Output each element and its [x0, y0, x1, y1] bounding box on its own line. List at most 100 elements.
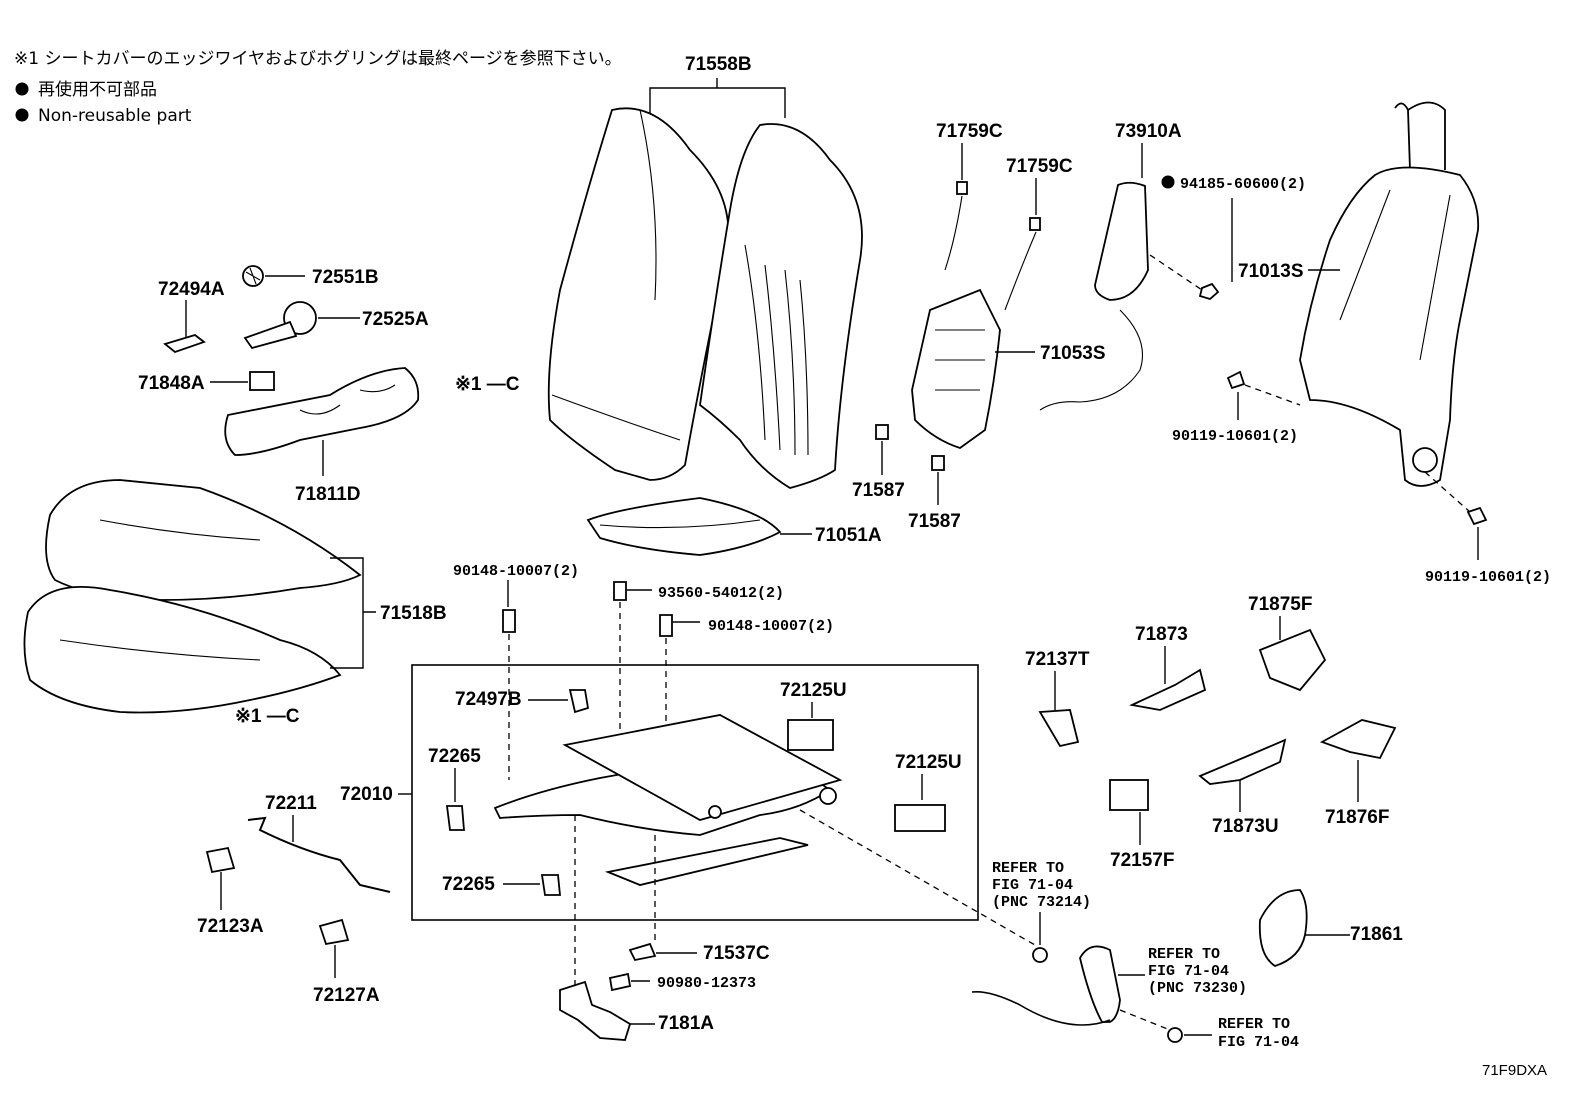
part-label-72497B: 72497B — [455, 689, 522, 710]
part-label-90980-12373: 90980-12373 — [657, 975, 756, 992]
bolt-90148-b — [659, 614, 673, 637]
ref1-line2: FIG 71-04 — [992, 877, 1073, 894]
part-label-71875F: 71875F — [1248, 594, 1312, 615]
note-cover-wire: ※1 シートカバーのエッジワイヤおよびホグリングは最終ページを参照下さい。 — [14, 49, 622, 69]
cushion-cover-upper — [45, 479, 362, 601]
wire-72211 — [247, 816, 391, 893]
bracket-71848A — [249, 371, 275, 391]
clip-71587-a — [875, 424, 889, 440]
seat-track-72010 — [493, 714, 843, 886]
cover-71873 — [1129, 668, 1207, 711]
part-label-71876F: 71876F — [1325, 807, 1389, 828]
cover-72157F — [1109, 779, 1149, 811]
ref2-line2: FIG 71-04 — [1148, 963, 1229, 980]
part-label-72265-b: 72265 — [442, 874, 495, 895]
part-label-72137T: 72137T — [1025, 649, 1090, 670]
part-label-72265-a: 72265 — [428, 746, 481, 767]
clip-72123A — [205, 846, 236, 874]
knob-72551B — [242, 265, 264, 287]
clip-72265-a — [445, 805, 465, 831]
figure-code: 71F9DXA — [1482, 1062, 1547, 1079]
cover-72137T — [1038, 709, 1080, 748]
part-label-73910A: 73910A — [1115, 121, 1182, 142]
clip-71759C-a — [956, 181, 968, 195]
clip-71587-b — [931, 455, 945, 471]
cover-72125U-b — [894, 804, 946, 832]
part-label-72157F: 72157F — [1110, 850, 1174, 871]
part-label-71811D: 71811D — [295, 484, 361, 505]
seatback-pan-71051A — [586, 497, 782, 556]
part-label-71587-a: 71587 — [852, 480, 905, 501]
part-label-71861: 71861 — [1350, 924, 1403, 945]
bracket-71875F — [1258, 628, 1327, 692]
part-label-72211: 72211 — [265, 793, 317, 814]
part-label-71848A: 71848A — [138, 373, 205, 394]
cover-72525A — [243, 301, 317, 350]
part-label-71873U: 71873U — [1212, 816, 1279, 837]
part-label-90148-10007-a: 90148-10007(2) — [453, 563, 579, 580]
callout-c-lower: ※1 —C — [235, 706, 300, 727]
seat-track-assembly-box — [411, 664, 979, 921]
part-label-72125U-a: 72125U — [780, 680, 847, 701]
bolt-90119-b — [1466, 506, 1488, 526]
part-label-72525A: 72525A — [362, 309, 429, 330]
seatbelt-buckle — [971, 945, 1121, 1026]
ref1-line3: (PNC 73214) — [992, 894, 1091, 911]
part-label-71537C: 71537C — [703, 943, 770, 964]
callout-c-upper: ※1 —C — [455, 374, 520, 395]
part-label-72127A: 72127A — [313, 985, 380, 1006]
part-label-90148-10007-b: 90148-10007(2) — [708, 618, 834, 635]
bracket-71876F — [1319, 719, 1397, 760]
bolt-90119-a — [1226, 370, 1246, 390]
side-airbag-73910A — [1039, 181, 1149, 411]
part-label-71518B: 71518B — [380, 603, 447, 624]
part-label-71013S: 71013S — [1238, 261, 1304, 282]
clip-72494A — [163, 334, 206, 354]
bolt-93560 — [613, 581, 627, 601]
part-label-71558B: 71558B — [685, 54, 752, 75]
clip-90980 — [608, 972, 632, 992]
bolt-73214 — [1032, 947, 1048, 963]
non-reusable-dot-icon — [15, 108, 29, 122]
part-label-93560-54012: 93560-54012(2) — [658, 585, 784, 602]
part-label-72123A: 72123A — [197, 916, 264, 937]
part-label-71587-b: 71587 — [908, 511, 961, 532]
clip-72127A — [318, 918, 350, 946]
lumbar-support-71053S — [911, 195, 1037, 449]
bracket-71537C — [628, 942, 657, 962]
part-label-71053S: 71053S — [1040, 343, 1106, 364]
part-label-72551B: 72551B — [312, 267, 379, 288]
part-label-72494A: 72494A — [158, 279, 225, 300]
seatback-frame-71013S — [1299, 101, 1480, 487]
nut-ref3 — [1167, 1027, 1183, 1043]
shield-71811D — [224, 367, 420, 456]
cover-71873U — [1198, 738, 1287, 785]
cover-72125U-a — [787, 719, 834, 751]
part-label-90119-a: 90119-10601(2) — [1172, 428, 1298, 445]
ref3-line1: REFER TO — [1218, 1016, 1290, 1033]
part-label-90119-b: 90119-10601(2) — [1425, 569, 1551, 586]
seatback-cover-rear — [699, 123, 863, 489]
part-label-94185-60600: 94185-60600(2) — [1180, 176, 1306, 193]
part-label-71759C-a: 71759C — [936, 121, 1003, 142]
part-label-71759C-b: 71759C — [1006, 156, 1073, 177]
clip-71759C-b — [1029, 217, 1041, 231]
cushion-cover-lower — [23, 586, 342, 714]
part-label-71873: 71873 — [1135, 624, 1188, 645]
seatback-cover-front — [547, 107, 730, 481]
part-label-72010: 72010 — [340, 784, 393, 805]
ref2-line3: (PNC 73230) — [1148, 980, 1247, 997]
note-non-reusable-jp: 再使用不可部品 — [38, 79, 157, 100]
ref3-line2: FIG 71-04 — [1218, 1034, 1299, 1051]
nut-94185 — [1198, 282, 1220, 301]
note-non-reusable-en: Non-reusable part — [38, 106, 192, 126]
part-label-71051A: 71051A — [815, 525, 882, 546]
bracket-7181A — [559, 980, 632, 1041]
bracket-72497B — [568, 689, 590, 714]
ref2-line1: REFER TO — [1148, 946, 1220, 963]
non-reusable-dot-icon — [15, 82, 29, 96]
part-label-72125U-b: 72125U — [895, 752, 962, 773]
clip-72265-b — [540, 874, 561, 896]
bolt-90148-a — [502, 609, 516, 633]
